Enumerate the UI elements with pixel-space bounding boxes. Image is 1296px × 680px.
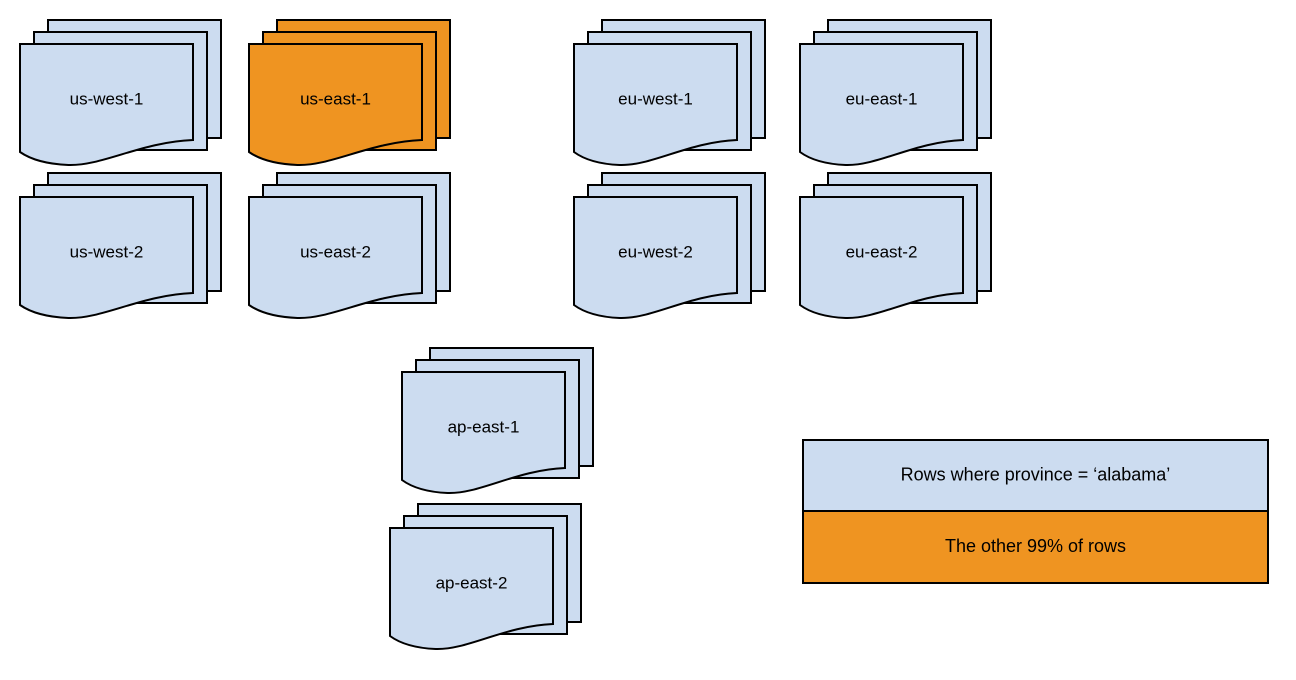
legend-row-alabama[interactable]: Rows where province = ‘alabama’	[802, 439, 1269, 512]
document-sheet-front	[573, 43, 738, 167]
document-sheet-front	[19, 43, 194, 167]
legend-swatch	[802, 510, 1269, 584]
document-stack-eu-west-2[interactable]: eu-west-2	[573, 172, 766, 320]
document-stack-label: eu-west-2	[618, 242, 693, 261]
legend-swatch	[802, 439, 1269, 512]
document-stack-us-west-1[interactable]: us-west-1	[19, 19, 222, 167]
document-stack-eu-east-1[interactable]: eu-east-1	[799, 19, 992, 167]
document-stack-label: us-west-2	[70, 242, 144, 261]
document-stack-label: ap-east-2	[436, 573, 508, 592]
document-sheet-front	[401, 371, 566, 495]
document-stack-eu-east-2[interactable]: eu-east-2	[799, 172, 992, 320]
legend-label: Rows where province = ‘alabama’	[901, 464, 1171, 484]
document-stack-ap-east-2[interactable]: ap-east-2	[389, 503, 582, 651]
document-sheet-front	[799, 196, 964, 320]
document-stack-label: us-west-1	[70, 89, 144, 108]
document-sheet-front	[248, 196, 423, 320]
document-sheet-front	[573, 196, 738, 320]
document-sheet-front	[248, 43, 423, 167]
legend-layer: Rows where province = ‘alabama’ The other…	[802, 439, 1269, 584]
document-stack-ap-east-1[interactable]: ap-east-1	[401, 347, 594, 495]
document-sheet-front	[19, 196, 194, 320]
document-sheet-front	[389, 527, 554, 651]
document-stack-us-east-2[interactable]: us-east-2	[248, 172, 451, 320]
document-sheet-front	[799, 43, 964, 167]
document-stack-us-west-2[interactable]: us-west-2	[19, 172, 222, 320]
document-stack-label: eu-east-1	[846, 89, 918, 108]
document-stack-label: us-east-1	[300, 89, 371, 108]
document-stack-label: us-east-2	[300, 242, 371, 261]
legend-row-other[interactable]: The other 99% of rows	[802, 510, 1269, 584]
document-stack-layer: us-west-1 us-east-1 eu-west-1 eu-east-1 us-w…	[19, 19, 992, 651]
legend-label: The other 99% of rows	[945, 536, 1126, 556]
document-stack-label: eu-east-2	[846, 242, 918, 261]
document-stack-eu-west-1[interactable]: eu-west-1	[573, 19, 766, 167]
document-stack-us-east-1[interactable]: us-east-1	[248, 19, 451, 167]
document-stack-label: ap-east-1	[448, 417, 520, 436]
document-stack-label: eu-west-1	[618, 89, 693, 108]
